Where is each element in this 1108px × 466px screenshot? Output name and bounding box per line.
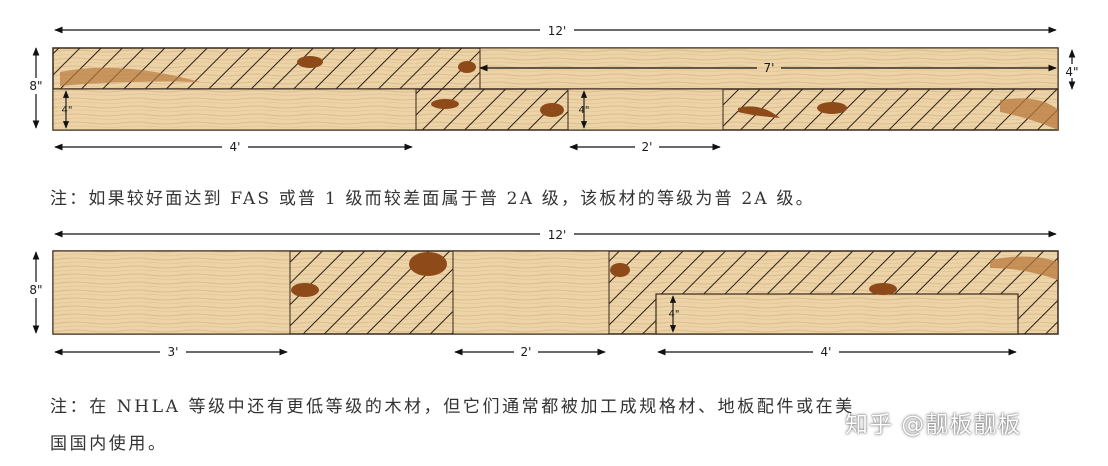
knot	[1000, 98, 1058, 130]
note-2-line-2: 国国内使用。	[50, 434, 168, 454]
cut-b-label: 2'	[521, 345, 532, 359]
knot	[610, 263, 630, 277]
note-1: 注：如果较好面达到 FAS 或普 1 级而较差面属于普 2A 级，该板材的等级为…	[50, 189, 815, 209]
cut-a-label: 3'	[168, 345, 179, 359]
length-label: 12'	[548, 24, 567, 38]
watermark: 知乎 @靓板靓板	[845, 412, 1022, 438]
knot	[291, 283, 319, 297]
knot	[458, 61, 476, 73]
knot	[869, 283, 897, 295]
clear-cut-4ft	[655, 293, 1019, 335]
length-label: 12'	[548, 228, 567, 242]
diagram-1: 12' 8" 7' 4" 4"	[26, 22, 1082, 155]
diagram-2: 12' 8" 4" 3' 2' 4'	[26, 226, 1059, 360]
knot	[60, 67, 200, 86]
clear-cut-2ft	[567, 88, 724, 131]
clear-cut-4ft	[52, 88, 417, 131]
cut-a-label: 4'	[230, 140, 241, 154]
long-cut-label: 7'	[764, 61, 775, 75]
width-label: 8"	[29, 79, 42, 93]
knot	[431, 99, 459, 109]
knot	[738, 106, 780, 118]
knot	[409, 252, 447, 276]
knot	[990, 256, 1058, 280]
knot	[817, 102, 847, 114]
knot	[540, 103, 564, 117]
cut-b-label: 2'	[642, 140, 653, 154]
strip-width-label: 4"	[62, 105, 73, 116]
width-label: 8"	[29, 283, 42, 297]
strip-width-label: 4"	[669, 309, 680, 320]
cut-c-label: 4'	[821, 345, 832, 359]
right-width-label: 4"	[1065, 65, 1078, 79]
clear-cut-2ft	[452, 250, 610, 335]
knot	[297, 56, 323, 68]
clear-cut-3ft	[52, 250, 291, 335]
strip-width-label: 4"	[579, 105, 590, 116]
note-2-line-1: 注：在 NHLA 等级中还有更低等级的木材，但它们通常都被加工成规格材、地板配件…	[50, 397, 855, 417]
